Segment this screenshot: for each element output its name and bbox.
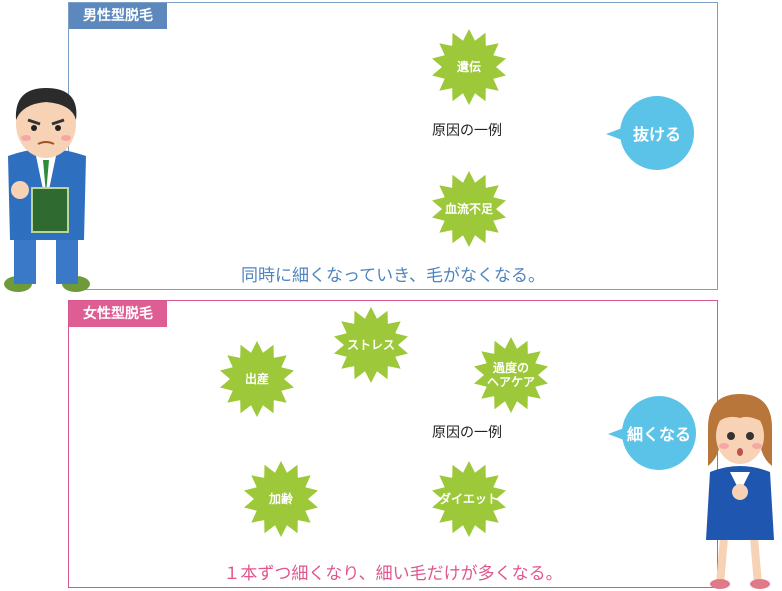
- cause-label: ダイエット: [439, 492, 499, 506]
- cause-burst-genetics: 遺伝: [430, 28, 508, 106]
- cause-burst-childbirth: 出産: [218, 340, 296, 418]
- cause-burst-stress: ストレス: [332, 306, 410, 384]
- cause-label: 遺伝: [456, 60, 481, 74]
- cause-burst-excessive-haircare: 過度の ヘアケア: [472, 336, 550, 414]
- male-caption: 同時に細くなっていき、毛がなくなる。: [241, 266, 545, 286]
- cause-label: 加齢: [268, 492, 293, 506]
- cause-label: 出産: [244, 372, 269, 386]
- cause-label: ストレス: [346, 338, 395, 352]
- woman-character: [706, 394, 774, 589]
- female-caption: １本ずつ細くなり、細い毛だけが多くなる。: [223, 564, 563, 584]
- male-panel-title: 男性型脱毛: [69, 3, 167, 29]
- man-character: [4, 88, 90, 292]
- result-bubble-falls-out: 抜ける: [606, 96, 694, 170]
- female-example-label: 原因の一例: [432, 425, 502, 441]
- cause-label: 過度の ヘアケア: [486, 361, 535, 389]
- cause-burst-diet: ダイエット: [430, 460, 508, 538]
- male-example-label: 原因の一例: [432, 123, 502, 139]
- cause-burst-blood-flow: 血流不足: [430, 170, 508, 248]
- female-panel-title: 女性型脱毛: [69, 301, 167, 327]
- cause-label: 血流不足: [444, 202, 493, 216]
- result-bubble-thinning: 細くなる: [608, 396, 696, 470]
- male-pattern-panel: 男性型脱毛 同時に細くなっていき、毛がなくなる。: [68, 2, 718, 290]
- cause-burst-aging: 加齢: [242, 460, 320, 538]
